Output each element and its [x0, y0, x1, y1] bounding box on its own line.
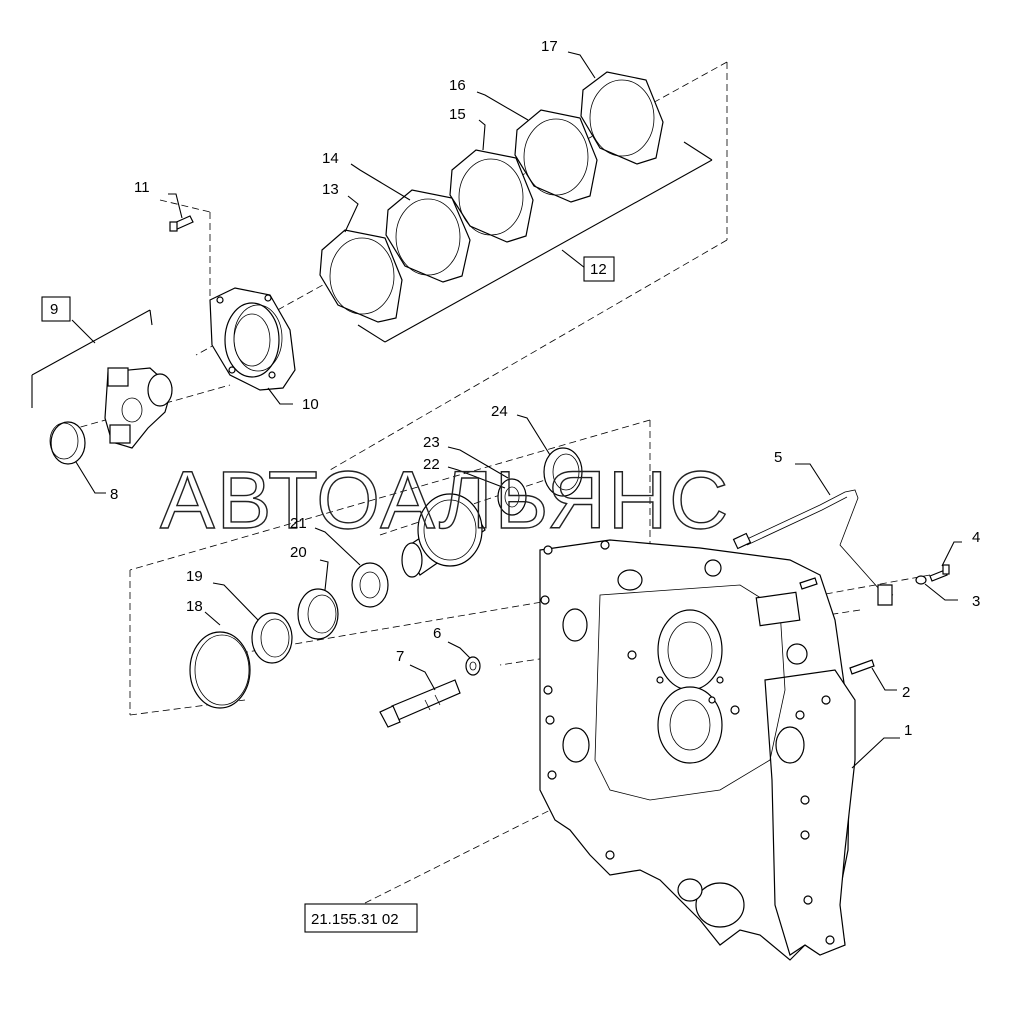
washer-part-6	[465, 656, 481, 676]
callout-21: 21	[290, 515, 307, 532]
washer-part-3	[915, 575, 927, 585]
reference-code-box: 21.155.31 02	[304, 903, 418, 933]
shim-part-17	[580, 71, 664, 165]
callout-13: 13	[322, 181, 339, 198]
cap-part-8	[49, 421, 86, 465]
callout-24: 24	[491, 403, 508, 420]
yoke-part-9	[104, 367, 173, 449]
callout-22: 22	[423, 456, 440, 473]
callout-14: 14	[322, 150, 339, 167]
gear-shaft-part-22	[401, 493, 486, 578]
leader-lines	[75, 51, 962, 769]
boxed-callout-12: 12	[583, 256, 615, 282]
bolt-part-7	[379, 679, 461, 728]
gearbox-housing-part-1	[539, 539, 856, 961]
callout-4: 4	[972, 529, 980, 546]
boxed-callout-9: 9	[41, 296, 71, 322]
callout-labels: 1 2 3 4 5 6 7 8 10 11 13 14 15 16 17 18 …	[110, 38, 980, 739]
kit-bracket-12	[357, 141, 713, 343]
bearing-cone-part-21	[351, 562, 389, 608]
stud-part-2	[799, 577, 875, 675]
shim-part-13	[319, 229, 403, 323]
callout-18: 18	[186, 598, 203, 615]
callout-1: 1	[904, 722, 912, 739]
callout-17: 17	[541, 38, 558, 55]
bolt-part-4	[929, 564, 950, 582]
kit-bracket-9	[31, 309, 153, 408]
callout-15: 15	[449, 106, 466, 123]
callout-3: 3	[972, 593, 980, 610]
callout-16: 16	[449, 77, 466, 94]
callout-11: 11	[134, 179, 150, 196]
callout-2: 2	[902, 684, 910, 701]
bearing-cup-part-24	[543, 447, 583, 497]
svg-text:12: 12	[590, 261, 607, 278]
shim-part-14	[385, 189, 471, 283]
bolt-part-11	[169, 215, 194, 232]
callout-8: 8	[110, 486, 118, 503]
reference-code: 21.155.31 02	[311, 911, 399, 928]
callout-5: 5	[774, 449, 782, 466]
watermark-text: АВТОАЛЬЯНС	[160, 455, 730, 546]
sensor-cable-part-5	[732, 489, 894, 606]
bearing-cup-part-20	[297, 588, 339, 640]
shim-part-15	[449, 149, 534, 243]
callout-19: 19	[186, 568, 203, 585]
svg-text:9: 9	[50, 301, 58, 318]
callout-10: 10	[302, 396, 319, 413]
o-ring-part-18	[189, 631, 251, 709]
seal-ring-part-19	[251, 612, 293, 664]
callout-23: 23	[423, 434, 440, 451]
flange-housing-part-10	[209, 287, 296, 391]
callout-6: 6	[433, 625, 441, 642]
shim-part-16	[514, 109, 598, 203]
callout-20: 20	[290, 544, 307, 561]
callout-7: 7	[396, 648, 404, 665]
